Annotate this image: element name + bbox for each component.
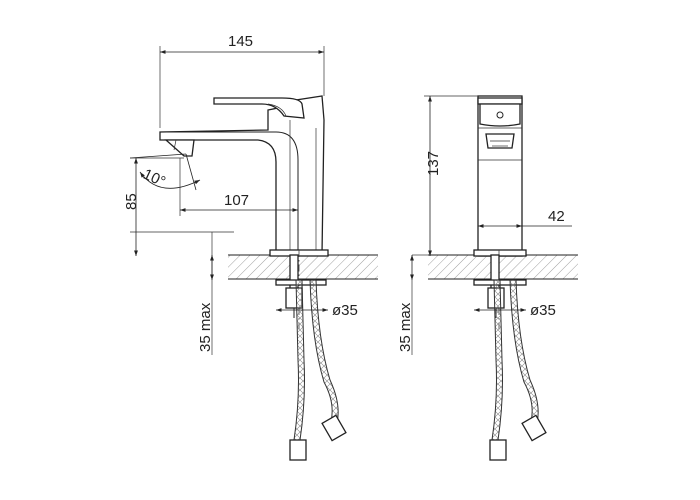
side-angle-label: 10° xyxy=(140,166,168,191)
front-view: 137 42 ø35 35 max xyxy=(397,95,578,461)
dim-85-label: 85 xyxy=(123,193,140,210)
front-countertop-hatch xyxy=(428,255,578,279)
side-countertop-hatch xyxy=(228,255,378,279)
side-lever-handle xyxy=(213,97,305,119)
side-max-thickness-label: 35 max xyxy=(197,302,214,352)
dim-42-label: 42 xyxy=(548,208,565,225)
front-indicator-dot xyxy=(496,111,504,119)
side-hose-fitting-right xyxy=(321,414,347,442)
side-faucet-body xyxy=(159,95,325,255)
dim-137-label: 137 xyxy=(425,151,442,176)
front-hose-fitting-right xyxy=(521,414,547,442)
front-base-plate xyxy=(473,249,527,257)
front-lever xyxy=(477,97,523,105)
dim-107-label: 107 xyxy=(224,192,249,209)
side-aerator-line xyxy=(173,139,177,151)
side-angle-arc xyxy=(139,171,201,189)
side-view: 10° 145 107 85 ø35 35 max xyxy=(123,33,378,461)
front-hose-fitting-left xyxy=(489,439,507,461)
side-angle-ray-1 xyxy=(185,153,197,191)
side-lever-shadow xyxy=(267,103,287,117)
side-hose-fitting-left xyxy=(289,439,307,461)
side-hole-dia-label: ø35 xyxy=(332,302,358,319)
side-spout-inner-curve xyxy=(160,131,299,254)
side-angle-ray-2 xyxy=(129,153,187,159)
front-max-thickness-label: 35 max xyxy=(397,302,414,352)
front-hole-dia-label: ø35 xyxy=(530,302,556,319)
dim-145-label: 145 xyxy=(228,33,253,50)
side-aerator xyxy=(164,139,195,157)
